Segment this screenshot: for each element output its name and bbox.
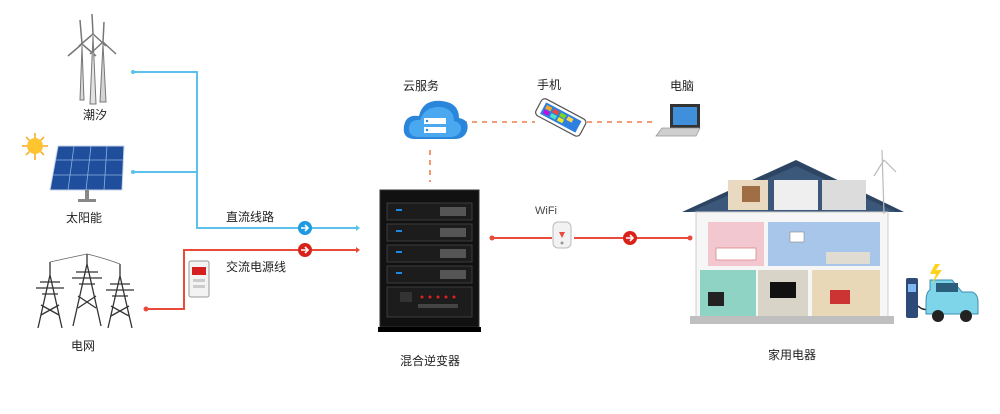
electric-car-icon [906,264,979,322]
dc-flow-arrow [298,221,312,235]
laptop-icon [655,104,701,137]
dc-line-label: 直流线路 [226,210,275,224]
solar-panel-icon [49,145,125,202]
ac-line-label: 交流电源线 [226,260,287,274]
data-lines [429,121,656,182]
grid-label: 电网 [71,339,96,353]
sun-icon [22,133,48,160]
output-flow-arrow [623,231,637,245]
dc-line-end-arrow [356,225,360,231]
power-tower-icon [36,253,134,329]
inverter-label: 混合逆变器 [400,354,461,368]
tidal-label: 潮汐 [83,108,108,122]
solar-label: 太阳能 [66,211,103,225]
cloud-service-label: 云服务 [403,79,440,93]
phone-label: 手机 [537,78,562,92]
wifi-label: WiFi [535,205,557,217]
energy-meter-icon [188,260,210,298]
computer-label: 电脑 [670,79,695,93]
wifi-module-icon [552,221,572,249]
phone-icon [535,98,587,137]
wind-turbine-icon [67,13,117,105]
line-endpoints [131,70,693,312]
hybrid-inverter-icon [378,189,481,332]
house-icon [682,149,904,324]
ac-line-end-arrow [356,247,360,253]
ac-flow-arrow [298,243,312,257]
cloud-service-icon [403,100,468,139]
dc-lines [133,71,358,229]
home-appliances-label: 家用电器 [768,348,817,362]
